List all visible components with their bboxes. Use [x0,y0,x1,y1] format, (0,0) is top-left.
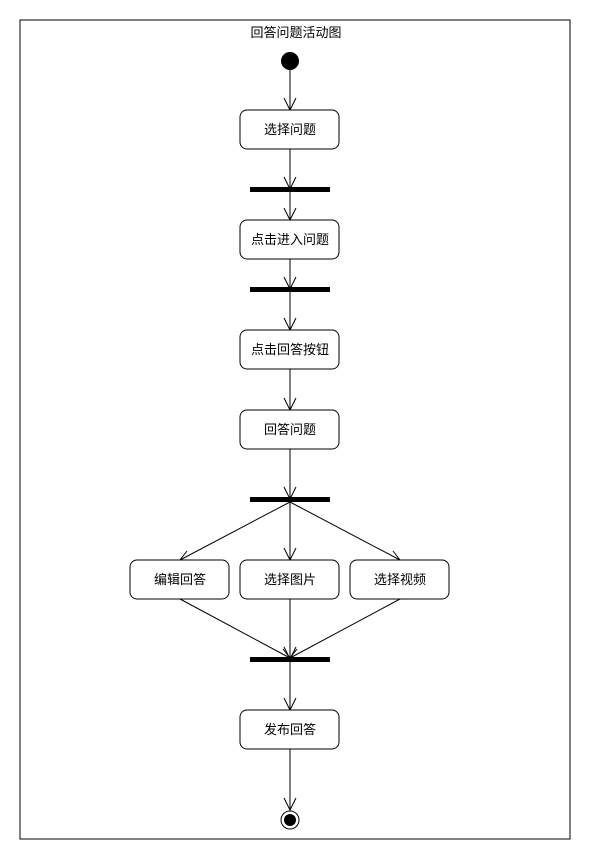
activity-label: 点击进入问题 [251,233,329,248]
final-node [280,810,300,830]
activity-click-answer-button: 点击回答按钮 [239,329,340,370]
activity-label: 点击回答按钮 [251,342,329,358]
activity-label: 发布回答 [264,722,316,738]
activity-label: 选择图片 [264,573,316,588]
sync-bar-1 [250,187,330,192]
diagram-title: 回答问题活动图 [250,25,341,41]
activity-select-question: 选择问题 [239,109,340,150]
sync-bar-2 [250,287,330,292]
join-bar [250,657,330,662]
activity-label: 回答问题 [264,422,316,438]
activity-answer-question: 回答问题 [239,409,340,450]
fork-bar [250,497,330,502]
edge-publish-answer-to-end [283,749,297,812]
activity-label: 编辑回答 [154,572,206,588]
activity-label: 选择视频 [374,573,426,588]
activity-publish-answer: 发布回答 [239,709,340,750]
activity-edit-answer: 编辑回答 [129,559,230,600]
initial-node [281,52,299,70]
activity-select-image: 选择图片 [239,559,340,600]
activity-label: 选择问题 [264,123,316,138]
activity-click-enter-question: 点击进入问题 [239,219,340,260]
activity-select-video: 选择视频 [349,559,450,600]
